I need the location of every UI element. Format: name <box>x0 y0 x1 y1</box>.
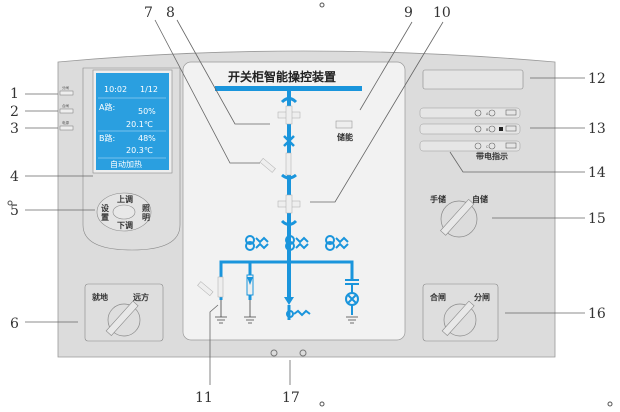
svg-text:2: 2 <box>10 104 19 120</box>
set-button[interactable]: 设 <box>101 203 109 213</box>
svg-text:合闸: 合闸 <box>429 292 446 302</box>
busbar <box>215 86 362 91</box>
indicator-label: 电源 <box>62 120 69 125</box>
svg-text:A: A <box>486 112 489 116</box>
display-window <box>422 69 524 90</box>
up-button[interactable]: 上调 <box>117 194 133 204</box>
mount-hole <box>607 401 613 407</box>
svg-text:1: 1 <box>10 86 19 102</box>
current-transformers <box>245 235 349 251</box>
svg-text:手储: 手储 <box>430 194 446 204</box>
lcd-content: 10:02 1/12 A路: 50% 20.1℃ B路: 48% 20.3℃ 自… <box>98 85 166 169</box>
svg-text:10: 10 <box>433 5 451 21</box>
svg-text:A路:: A路: <box>99 102 115 112</box>
svg-text:C: C <box>486 145 489 149</box>
ground-symbols <box>215 300 358 324</box>
svg-text:置: 置 <box>101 212 109 222</box>
svg-text:12: 12 <box>588 71 606 87</box>
phase-a-row: A <box>419 107 521 119</box>
svg-text:B路:: B路: <box>99 133 115 143</box>
svg-text:自储: 自储 <box>472 194 488 204</box>
svg-text:20.1℃: 20.1℃ <box>126 120 153 129</box>
indicator-label: 合闸 <box>62 103 69 108</box>
svg-text:3: 3 <box>10 121 19 137</box>
svg-text:13: 13 <box>588 121 606 137</box>
svg-text:自动加热: 自动加热 <box>110 159 142 169</box>
mount-hole <box>319 2 325 8</box>
svg-text:15: 15 <box>588 211 606 227</box>
svg-text:14: 14 <box>588 165 606 181</box>
local-remote-switch[interactable] <box>105 300 141 337</box>
svg-text:B: B <box>486 128 489 132</box>
port <box>270 349 278 357</box>
earthing-switch <box>217 276 224 298</box>
svg-text:7: 7 <box>144 5 153 21</box>
svg-text:远方: 远方 <box>133 292 149 302</box>
keypad: 上调 下调 设 置 照 明 <box>96 192 152 232</box>
svg-text:20.3℃: 20.3℃ <box>126 146 153 155</box>
indicator-closed <box>59 108 74 114</box>
energy-storage-switch[interactable] <box>440 198 478 238</box>
svg-text:10:02: 10:02 <box>104 85 127 94</box>
svg-text:储能: 储能 <box>336 132 353 142</box>
close-open-switch[interactable] <box>441 300 477 337</box>
svg-text:8: 8 <box>166 5 175 21</box>
circuit-breaker <box>285 152 292 176</box>
svg-text:就地: 就地 <box>92 292 108 302</box>
svg-text:5: 5 <box>10 203 19 219</box>
indicator-power <box>59 125 74 131</box>
lcd-screen <box>96 73 169 170</box>
phase-c-row: C <box>419 140 521 152</box>
svg-text:48%: 48% <box>138 134 156 143</box>
light-button[interactable]: 照 <box>142 204 150 213</box>
live-indicator: A B C 带电指示 <box>419 107 521 161</box>
svg-text:17: 17 <box>282 390 300 406</box>
panel-title: 开关柜智能操控装置 <box>228 69 336 84</box>
svg-text:带电指示: 带电指示 <box>476 151 508 161</box>
mount-hole <box>7 200 13 206</box>
down-button[interactable]: 下调 <box>117 220 133 230</box>
svg-text:9: 9 <box>404 5 413 21</box>
svg-text:11: 11 <box>195 390 213 406</box>
port <box>299 349 307 357</box>
indicator-open <box>59 90 74 96</box>
energy-storage-indicator <box>335 120 353 129</box>
ok-button[interactable] <box>112 204 136 220</box>
phase-b-row: B <box>419 123 521 135</box>
svg-text:明: 明 <box>142 213 150 222</box>
mount-hole <box>319 401 325 407</box>
indicator-lights: 分闸 合闸 电源 <box>59 85 74 131</box>
svg-text:分闸: 分闸 <box>474 292 490 302</box>
indicator-label: 分闸 <box>62 85 69 90</box>
svg-text:16: 16 <box>588 306 606 322</box>
svg-text:4: 4 <box>10 169 19 185</box>
svg-text:50%: 50% <box>138 107 156 116</box>
svg-text:6: 6 <box>10 316 19 332</box>
single-line-diagram <box>197 86 362 324</box>
svg-text:1/12: 1/12 <box>140 85 158 94</box>
leader-lines <box>25 19 585 385</box>
callout-numbers: 1 2 3 4 5 6 7 8 9 10 11 12 13 14 15 16 1… <box>10 5 606 406</box>
